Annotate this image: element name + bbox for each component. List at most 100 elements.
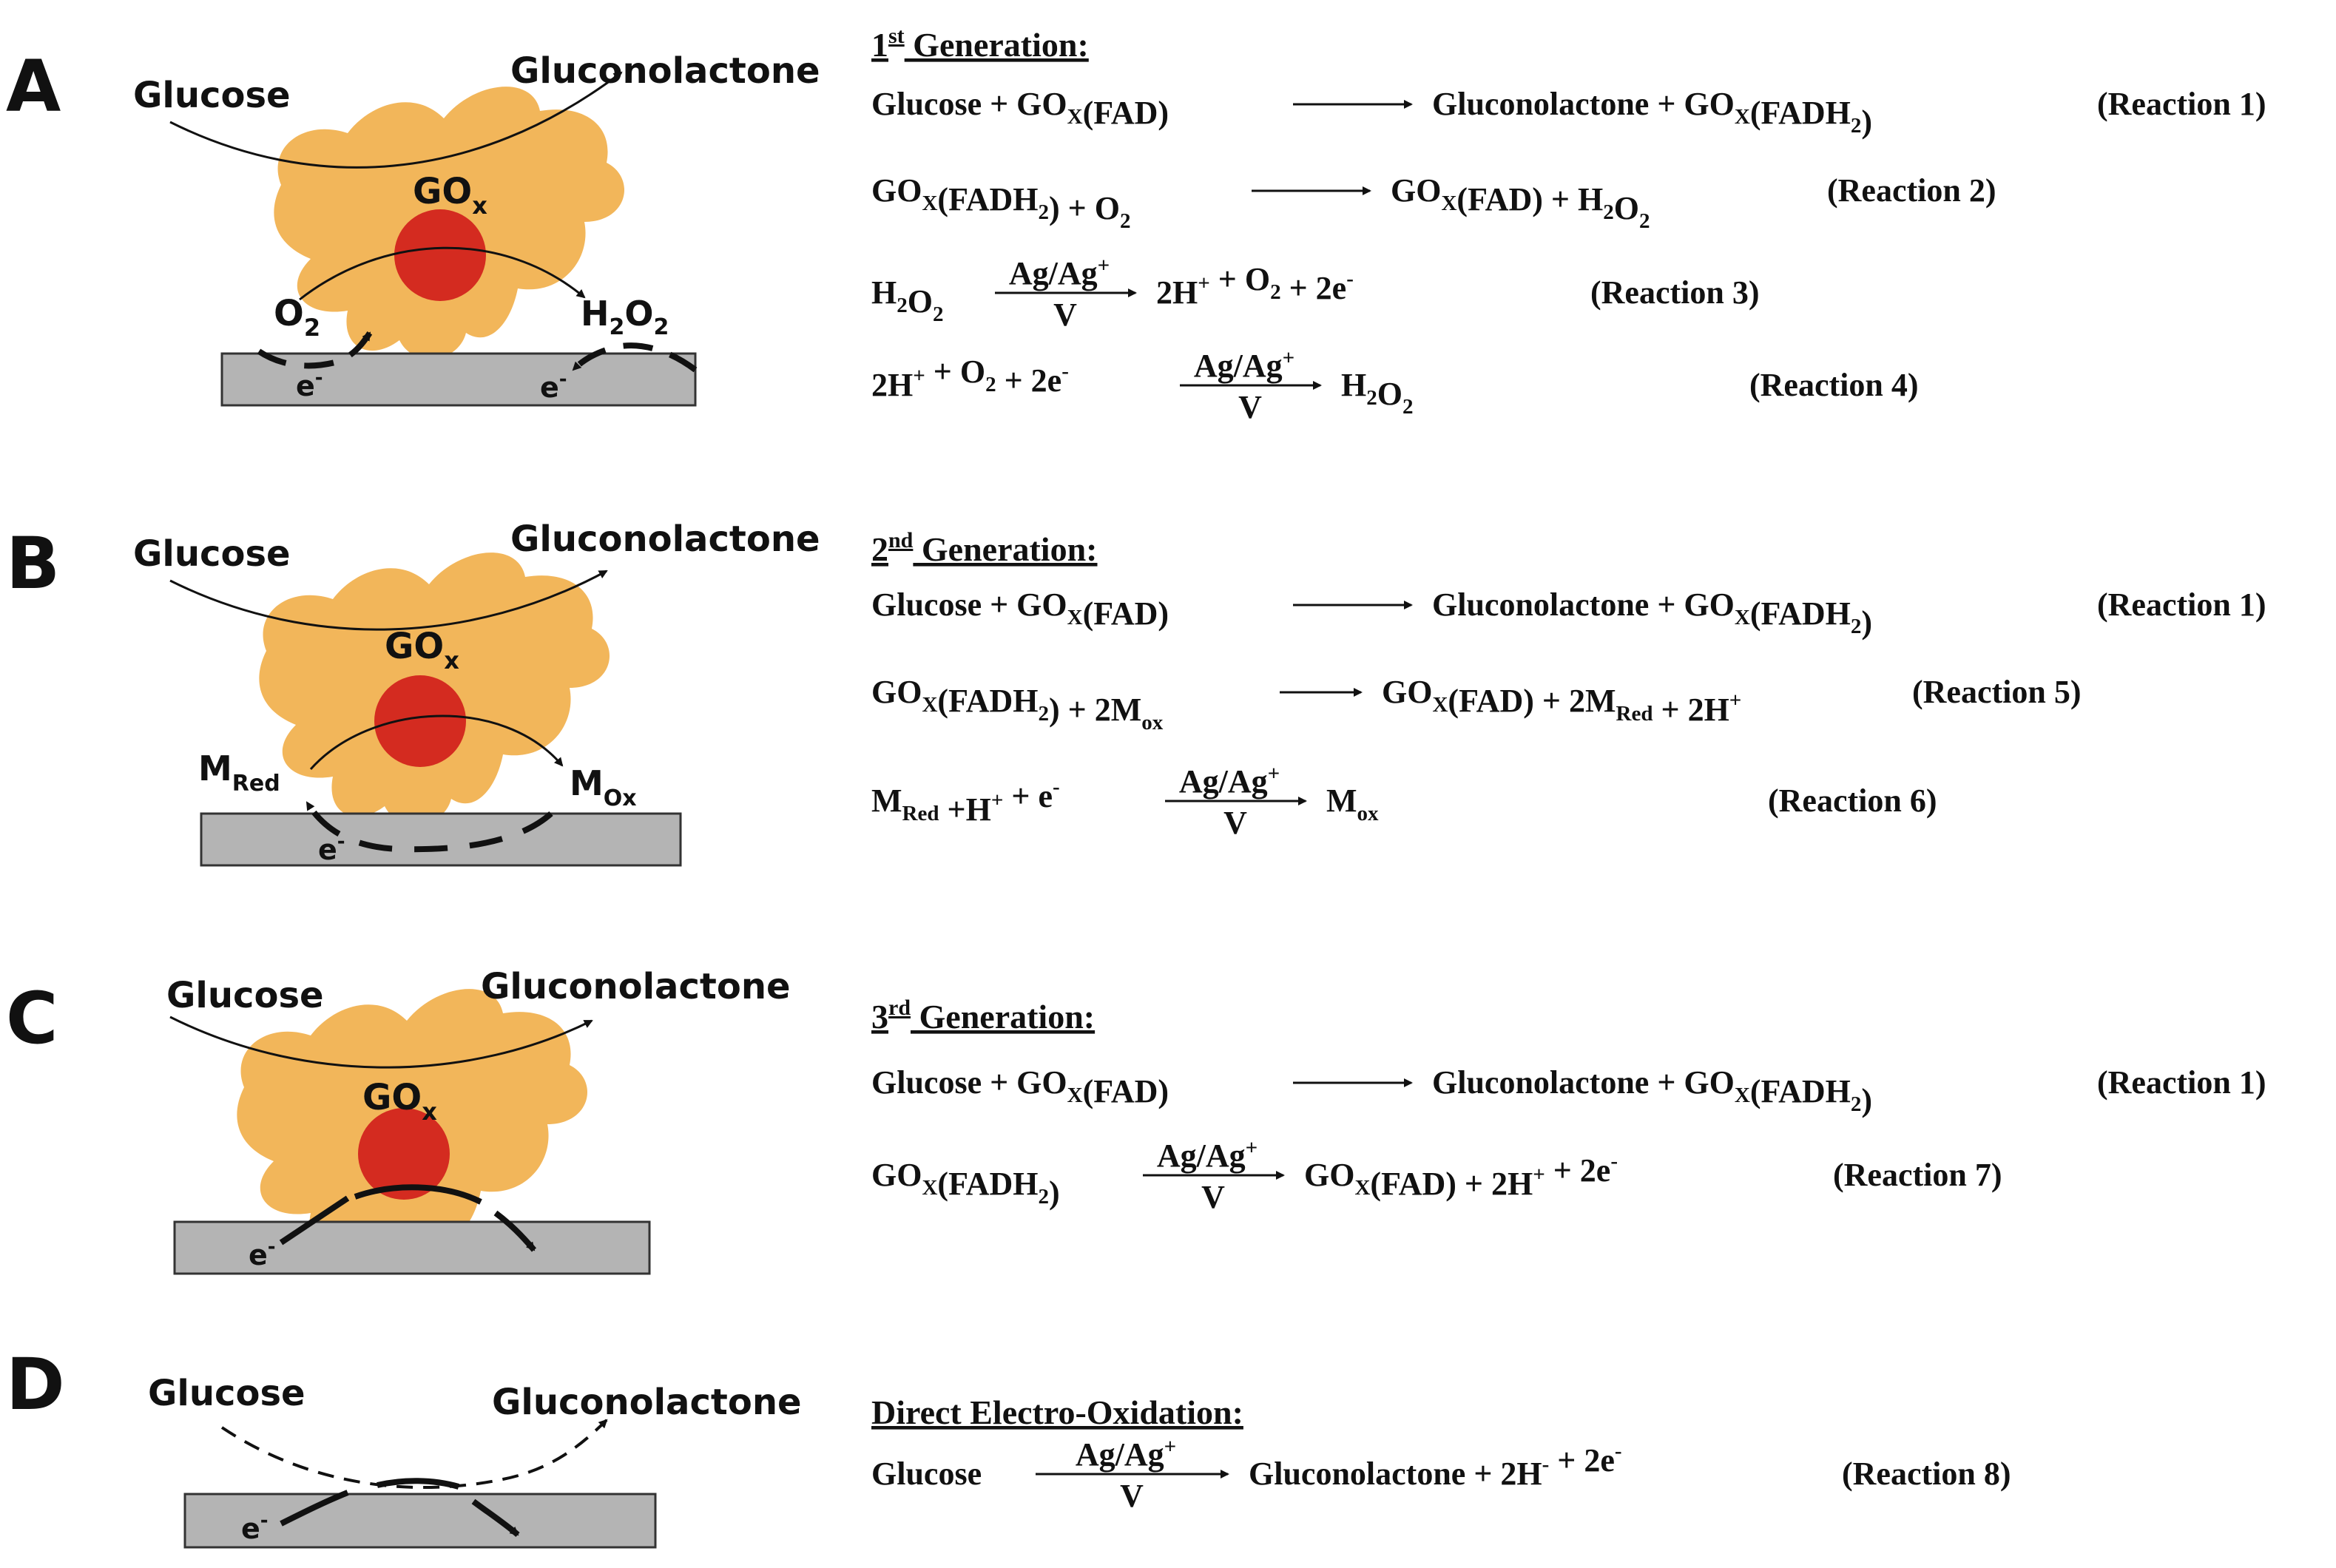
reaction-lhs-part: Red	[902, 802, 939, 825]
electron-label-left: e-	[296, 367, 323, 402]
reaction-lhs-part: + e	[1003, 778, 1053, 814]
reaction-rhs-part: -	[1346, 267, 1354, 291]
reaction-tag: (Reaction 7)	[1833, 1157, 2002, 1193]
reaction-lhs-part: -	[1061, 359, 1069, 383]
reaction-rhs-part: X	[1354, 1176, 1370, 1200]
gluconolactone-label: Gluconolactone	[492, 1382, 802, 1423]
arrow-condition-electrode: Ag/Ag+	[1157, 1136, 1258, 1174]
reaction-lhs: GOX(FADH2) + O2	[871, 172, 1130, 233]
heading-3rd-generation: 3rd Generation:	[871, 996, 1095, 1035]
reaction-rhs-part: + O	[1210, 261, 1270, 297]
reaction-lhs-part: GO	[871, 1157, 922, 1193]
arrow-condition-potential: V	[1201, 1179, 1225, 1215]
reaction-rhs-part: O	[1377, 376, 1402, 412]
reaction-rhs-part: 2	[1851, 114, 1862, 138]
reaction-rhs: Gluconolactone + GOX(FADH2)	[1432, 86, 1872, 140]
reaction-rhs-part: (FADH	[1750, 95, 1851, 131]
reaction-lhs-part: ox	[1141, 711, 1164, 734]
enzyme-label: GOx	[413, 171, 487, 220]
reaction-rhs-part: -	[1542, 1453, 1550, 1476]
reaction-rhs-part: +	[1533, 1163, 1545, 1186]
heading-direct-electro-oxidation: Direct Electro-Oxidation:	[871, 1393, 1243, 1431]
reaction-rhs: GOX(FAD) + 2MRed + 2H+	[1382, 674, 1741, 728]
reaction-lhs: GOX(FADH2)	[871, 1157, 1060, 1211]
arrow-condition-electrode: Ag/Ag+	[1194, 346, 1294, 384]
reaction-tag: (Reaction 3)	[1590, 274, 1760, 311]
panel-c-letter: C	[6, 977, 58, 1060]
arrow-condition-potential: V	[1238, 389, 1262, 425]
reaction-lhs-part: -	[1053, 775, 1060, 799]
reaction-lhs-part: 2	[1120, 209, 1131, 233]
reaction-rhs-part: X	[1432, 693, 1448, 717]
electron-path-left	[280, 1490, 349, 1527]
reaction-lhs: GOX(FADH2) + 2Mox	[871, 674, 1164, 734]
reaction-lhs-part: O	[908, 283, 933, 320]
reaction-lhs-part: (FAD)	[1083, 1073, 1169, 1109]
reaction-lhs-part: X	[1067, 1084, 1083, 1107]
enzyme-label: GOx	[362, 1077, 437, 1126]
reaction-lhs-part: 2H	[871, 367, 913, 403]
reaction-tag: (Reaction 6)	[1768, 783, 1937, 819]
reaction-rhs-part: H	[1341, 367, 1366, 403]
reaction-rhs-part: +	[1198, 271, 1210, 295]
electron-path-mid	[354, 1184, 482, 1205]
reaction-rhs-part: (FADH	[1750, 1073, 1851, 1109]
arrow-condition-electrode: Ag/Ag+	[1009, 254, 1110, 291]
fad-center	[394, 209, 486, 301]
reaction-lhs-part: X	[1067, 105, 1083, 129]
reaction-lhs-part: )	[1049, 1175, 1060, 1211]
reaction-lhs-part: +	[913, 364, 925, 388]
reaction-rhs-part: -	[1615, 1439, 1622, 1463]
reaction-lhs-part: (FAD)	[1083, 95, 1169, 131]
reaction-rhs: Mox	[1326, 783, 1379, 825]
reaction-tag: (Reaction 2)	[1827, 172, 1996, 209]
reaction-lhs-part: + O	[925, 354, 985, 390]
reaction-lhs: MRed +H+ + e-	[871, 775, 1060, 828]
panel-c-diagram: C Glucose Gluconolactone GOx e-	[6, 966, 791, 1275]
glucose-label: Glucose	[148, 1373, 305, 1414]
reaction-rhs-part: M	[1326, 783, 1357, 819]
reaction-rhs-part: )	[1861, 604, 1872, 641]
reaction-rhs-part: GO	[1304, 1157, 1354, 1193]
reaction-lhs: Glucose	[871, 1456, 982, 1492]
gluconolactone-label: Gluconolactone	[510, 50, 820, 92]
reaction-lhs-part: M	[871, 783, 902, 819]
reaction-lhs-part: (FADH	[937, 683, 1038, 719]
reaction-rhs-part: 2	[1603, 200, 1614, 224]
reaction-lhs-part: (FAD)	[1083, 595, 1169, 632]
reaction-rhs-part: X	[1441, 192, 1456, 215]
reaction-tag: (Reaction 8)	[1842, 1456, 2011, 1492]
reaction-rhs-part: GO	[1391, 172, 1441, 209]
electron-path-left	[257, 331, 373, 369]
reaction-lhs: 2H+ + O2 + 2e-	[871, 354, 1069, 403]
glucose-arrow	[169, 71, 623, 169]
electron-path-right	[471, 1498, 520, 1538]
reaction-rhs-part: X	[1735, 105, 1750, 129]
reaction-lhs-part: X	[1067, 606, 1083, 629]
reaction-rhs-part: 2	[1270, 280, 1281, 304]
arrow-condition-potential: V	[1223, 805, 1247, 841]
reaction-rhs-part: X	[1735, 1084, 1750, 1107]
reaction-rhs-part: Gluconolactone + GO	[1432, 587, 1735, 623]
electrode-bar	[183, 1493, 657, 1549]
reaction-lhs-part: Glucose + GO	[871, 587, 1067, 623]
reaction-rhs-part: Red	[1616, 702, 1653, 726]
electron-path-left	[279, 1195, 350, 1246]
electron-path-mid	[377, 1478, 460, 1490]
reaction-lhs-part: +H	[939, 791, 991, 828]
reaction-lhs: Glucose + GOX(FAD)	[871, 1064, 1169, 1109]
reaction-lhs-part: GO	[871, 674, 922, 710]
reaction-rhs: Gluconolactone + GOX(FADH2)	[1432, 587, 1872, 641]
electrode-bar	[173, 1220, 651, 1275]
reaction-rhs-part: X	[1735, 606, 1750, 629]
reaction-lhs-part: (FADH	[937, 181, 1038, 217]
mred-label: MRed	[198, 748, 280, 797]
glucose-label: Glucose	[133, 75, 291, 116]
arrow-condition-electrode: Ag/Ag+	[1179, 762, 1280, 800]
gluconolactone-label: Gluconolactone	[510, 518, 820, 560]
o2-label: O2	[274, 293, 320, 342]
reaction-rhs-part: + 2e	[1549, 1442, 1615, 1479]
reaction-lhs-part: X	[922, 1176, 937, 1200]
heading-1st-generation: 1st Generation:	[871, 24, 1089, 64]
fad-center	[358, 1108, 450, 1200]
